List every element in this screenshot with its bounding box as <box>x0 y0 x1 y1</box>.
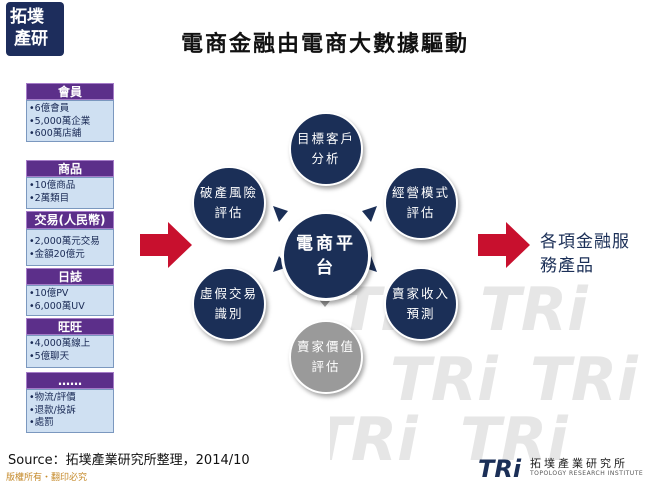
panel-item: •6,000萬UV <box>29 300 85 312</box>
svg-text:TRi: TRi <box>530 345 639 415</box>
tri-watermark: TRi TRi TRi TRi TRi TRi <box>330 275 639 460</box>
panel-body-logs: •10億PV •6,000萬UV <box>26 285 114 316</box>
panel-head-members: 會員 <box>26 83 114 100</box>
node-label: 破產風險評估 <box>199 185 258 220</box>
panel-item: •5億聊天 <box>29 350 70 362</box>
panel-item: •處罰 <box>29 417 54 428</box>
source-note: Source：拓墣產業研究所整理，2014/10 <box>8 453 250 468</box>
panel-head-logs: 日誌 <box>26 268 114 285</box>
panel-item: •10億商品 <box>29 180 76 191</box>
data-source-panel: 會員 •6億會員 •5,000萬企業 •600萬店舖 商品 •10億商品 •2萬… <box>26 83 114 433</box>
panel-head-transactions: 交易(人民幣) <box>26 211 114 229</box>
tri-mark-text: TRi <box>478 455 522 481</box>
panel-item: •金額20億元 <box>29 248 85 260</box>
panel-item: •5,000萬企業 <box>29 115 91 127</box>
hub-label: 電商平台 <box>296 234 356 278</box>
page-title: 電商金融由電商大數據驅動 <box>180 31 469 57</box>
panel-item: •10億PV <box>29 288 69 299</box>
svg-text:TRi: TRi <box>480 275 589 345</box>
panel-body-members: •6億會員 •5,000萬企業 •600萬店舖 <box>26 100 114 142</box>
connector-upright-arrow <box>362 206 377 222</box>
tri-english-name: TOPOLOGY RESEARCH INSTITUTE <box>530 470 644 477</box>
output-products-label: 各項金融服務產品 <box>540 232 630 276</box>
panel-head-products: 商品 <box>26 160 114 177</box>
node-business-model: 經營模式評估 <box>384 166 458 240</box>
hub-ecommerce-platform: 電商平台 <box>281 211 371 301</box>
tri-chinese-name: 拓墣產業研究所 <box>530 457 628 470</box>
node-label: 賣家收入預測 <box>391 286 450 321</box>
input-arrow <box>140 222 192 268</box>
panel-item: •退款/投訴 <box>29 404 76 416</box>
tri-logo: 拓墣 產研 <box>6 2 64 56</box>
svg-text:TRi: TRi <box>460 405 569 460</box>
output-arrow <box>478 222 530 268</box>
node-label: 虛假交易識別 <box>199 286 258 321</box>
panel-item: •4,000萬線上 <box>29 338 91 349</box>
node-bankruptcy-risk: 破產風險評估 <box>192 166 266 240</box>
svg-text:TRi: TRi <box>390 345 499 415</box>
node-label: 目標客戶分析 <box>296 131 355 166</box>
panel-body-products: •10億商品 •2萬類目 <box>26 177 114 209</box>
svg-text:TRi: TRi <box>330 405 419 460</box>
copyright-notice: 版權所有・翻印必究 <box>6 473 88 483</box>
panel-head-more: …… <box>26 372 114 389</box>
node-label: 經營模式評估 <box>391 185 450 220</box>
panel-body-wangwang: •4,000萬線上 •5億聊天 <box>26 335 114 368</box>
node-label: 賣家價值評估 <box>296 339 355 374</box>
node-fraud-detection: 虛假交易識別 <box>192 267 266 341</box>
panel-body-more: •物流/評價 •退款/投訴 •處罰 <box>26 389 114 433</box>
logo-text-bottom: 產研 <box>14 29 48 49</box>
panel-body-transactions: •2,000萬元交易 •金額20億元 <box>26 229 114 266</box>
panel-item: •2萬類目 <box>29 192 70 204</box>
node-seller-value: 賣家價值評估 <box>289 320 363 394</box>
panel-item: •物流/評價 <box>29 392 76 403</box>
connector-upleft-arrow <box>273 206 288 222</box>
panel-item: •2,000萬元交易 <box>29 236 100 247</box>
panel-item: •600萬店舖 <box>29 128 82 139</box>
panel-head-wangwang: 旺旺 <box>26 318 114 335</box>
panel-item: •6億會員 <box>29 103 70 114</box>
tri-brand-logo: TRi <box>478 455 522 481</box>
logo-text-top: 拓墣 <box>10 7 44 27</box>
node-target-customer: 目標客戶分析 <box>289 112 363 186</box>
node-seller-income: 賣家收入預測 <box>384 267 458 341</box>
